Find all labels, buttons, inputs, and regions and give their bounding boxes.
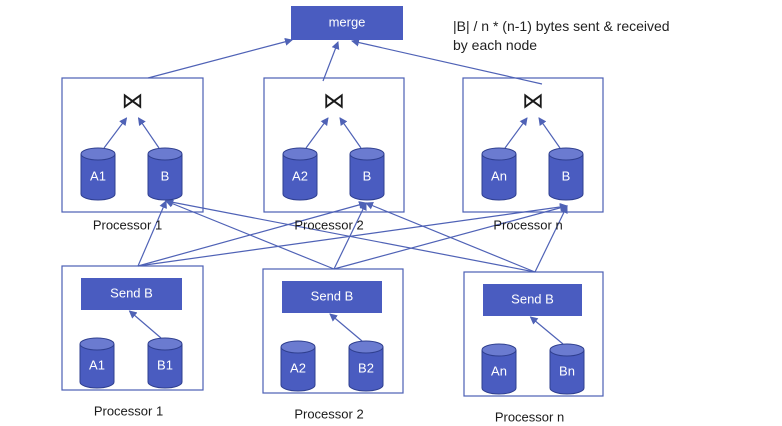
send-2-b-to-send-arrow [329, 313, 363, 342]
join-2-cylinder-right: B [349, 147, 385, 201]
send-b-box-1 [81, 278, 182, 310]
broadcast-arrow-1-to-3 [137, 203, 568, 267]
send-1-b-to-send-arrow [128, 310, 162, 339]
join-1-cylinder-left-label: A1 [90, 168, 106, 183]
join-3-cylinder-right-label: B [562, 168, 571, 183]
nodes-layer: merge ⋈ A1 B Processor 1 ⋈ A2 B Processor 2 ⋈ An B P… [61, 6, 604, 424]
broadcast-arrow-3-to-3 [534, 205, 568, 273]
send-b-label-1: Send B [110, 285, 153, 300]
join-3-cylinder-left: An [481, 147, 517, 201]
broadcast-arrow-1-to-1 [137, 200, 167, 267]
join-1-arrow-left [103, 117, 128, 149]
join-processor-2-box [263, 77, 405, 213]
join-symbol-3: ⋈ [522, 88, 544, 113]
arrows-layer [103, 37, 568, 345]
join-1-cylinder-right: B [147, 147, 183, 201]
broadcast-arrow-3-to-1 [165, 198, 536, 273]
send-processor-1-box [61, 265, 204, 391]
join-3-arrow-left [504, 117, 528, 149]
merge-label: merge [329, 14, 366, 29]
join-3-arrow-right [538, 117, 561, 149]
join-2-to-merge-arrow [322, 41, 340, 82]
merge-box [291, 6, 403, 40]
send-1-cylinder-left: A1 [79, 337, 115, 389]
send-processor-3-box [463, 271, 604, 397]
send-processor-1-label: Processor 1 [94, 403, 163, 418]
join-symbol-2: ⋈ [323, 88, 345, 113]
send-2-cylinder-left: A2 [280, 340, 316, 392]
join-3-cylinder-right: B [548, 147, 584, 201]
cost-note-line-2: by each node [453, 37, 538, 53]
send-b-box-2 [282, 281, 382, 313]
send-processor-3-label: Processor n [495, 409, 564, 424]
join-1-to-merge-arrow [147, 37, 293, 79]
join-1-cylinder-left: A1 [80, 147, 116, 201]
send-3-b-to-send-arrow [529, 316, 564, 345]
join-2-cylinder-left-label: A2 [292, 168, 308, 183]
join-3-cylinder-left-label: An [491, 168, 507, 183]
join-2-cylinder-right-label: B [363, 168, 372, 183]
join-2-arrow-right [339, 117, 362, 149]
send-2-cylinder-left-label: A2 [290, 360, 306, 375]
broadcast-arrow-1-to-2 [137, 201, 367, 267]
join-processor-3-label: Processor n [493, 217, 562, 232]
send-1-cylinder-right: B1 [147, 337, 183, 389]
join-symbol-1: ⋈ [122, 88, 144, 113]
send-3-cylinder-right: Bn [549, 343, 585, 395]
send-b-label-3: Send B [511, 291, 554, 306]
join-processor-3-box [462, 77, 604, 213]
join-2-cylinder-left: A2 [282, 147, 318, 201]
cost-note-line-1: |B| / n * (n-1) bytes sent & received [453, 18, 670, 34]
send-2-cylinder-right-label: B2 [358, 360, 374, 375]
send-1-cylinder-right-label: B1 [157, 357, 173, 372]
send-3-cylinder-left-label: An [491, 363, 507, 378]
cost-note: |B| / n * (n-1) bytes sent & received by… [453, 17, 753, 55]
send-processor-2-label: Processor 2 [294, 406, 363, 421]
join-n-to-merge-arrow [351, 38, 543, 85]
join-1-arrow-right [137, 117, 160, 149]
broadcast-arrow-3-to-2 [365, 201, 536, 273]
send-processor-2-box [262, 268, 404, 394]
join-2-arrow-left [305, 117, 329, 149]
send-1-cylinder-left-label: A1 [89, 357, 105, 372]
join-processor-1-box [61, 77, 204, 213]
send-3-cylinder-right-label: Bn [559, 363, 575, 378]
send-b-box-3 [483, 284, 582, 316]
join-processor-1-label: Processor 1 [93, 217, 162, 232]
join-processor-2-label: Processor 2 [294, 217, 363, 232]
send-b-label-2: Send B [311, 288, 354, 303]
send-3-cylinder-left: An [481, 343, 517, 395]
join-1-cylinder-right-label: B [161, 168, 170, 183]
send-2-cylinder-right: B2 [348, 340, 384, 392]
